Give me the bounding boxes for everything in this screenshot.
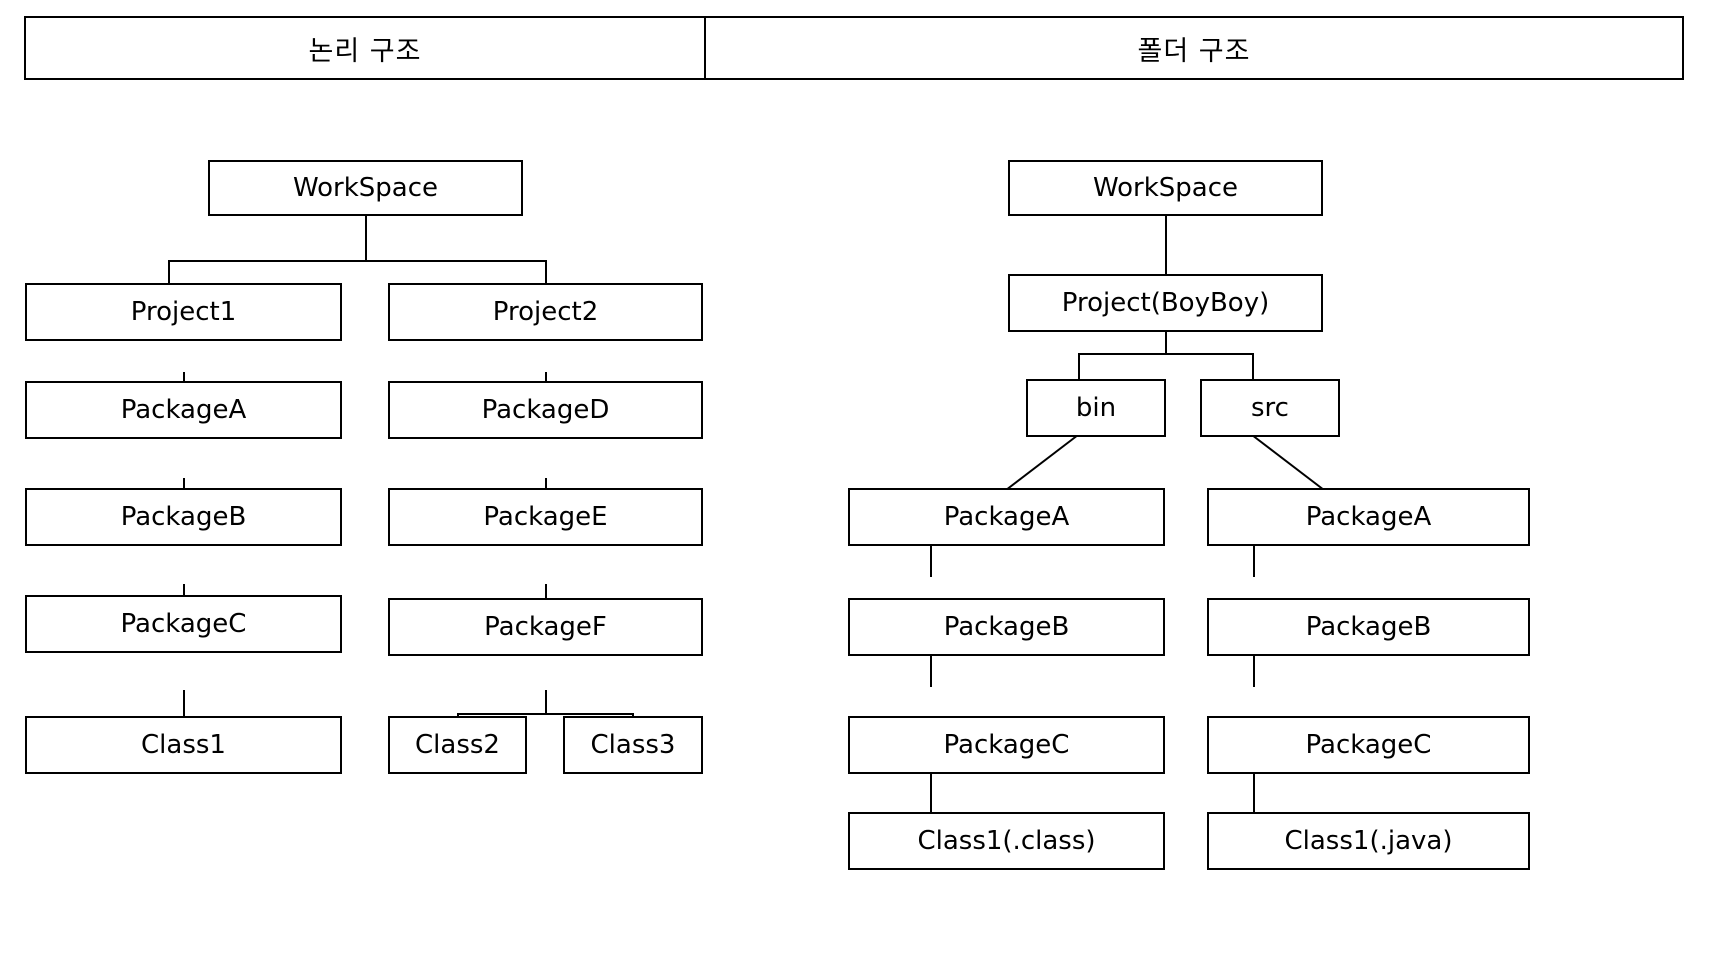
connector-project-hbar	[1078, 353, 1253, 355]
node-logical-class2[interactable]: Class2	[388, 716, 527, 774]
connector-src-packageC-to-class	[1253, 772, 1255, 812]
connector-ws-hbar-left-tree	[168, 260, 547, 262]
node-logical-packageE[interactable]: PackageE	[388, 488, 703, 546]
connector-project-to-bin	[1078, 353, 1080, 379]
node-folder-src-class[interactable]: Class1(.java)	[1207, 812, 1530, 870]
header-cell-folder-structure: 폴더 구조	[1137, 35, 1251, 67]
node-folder-src[interactable]: src	[1200, 379, 1340, 437]
connector-bin-packageC-to-class	[930, 772, 932, 812]
connector-packageF-hbar	[457, 713, 634, 715]
node-folder-bin-packageB[interactable]: PackageB	[848, 598, 1165, 656]
header-cell-logical-structure: 논리 구조	[26, 18, 706, 78]
node-logical-packageD[interactable]: PackageD	[388, 381, 703, 439]
node-folder-bin-packageA[interactable]: PackageA	[848, 488, 1165, 546]
node-logical-project2[interactable]: Project2	[388, 283, 703, 341]
connector-project-to-src	[1252, 353, 1254, 379]
node-logical-project1[interactable]: Project1	[25, 283, 342, 341]
node-logical-packageC[interactable]: PackageC	[25, 595, 342, 653]
node-folder-bin[interactable]: bin	[1026, 379, 1166, 437]
node-folder-src-packageC[interactable]: PackageC	[1207, 716, 1530, 774]
node-folder-workspace[interactable]: WorkSpace	[1008, 160, 1323, 216]
node-logical-packageF[interactable]: PackageF	[388, 598, 703, 656]
connector-ws-to-project2	[545, 260, 547, 305]
node-folder-src-packageB[interactable]: PackageB	[1207, 598, 1530, 656]
node-logical-class3[interactable]: Class3	[563, 716, 703, 774]
node-logical-packageA[interactable]: PackageA	[25, 381, 342, 439]
header-table: 논리 구조 폴더 구조	[24, 16, 1684, 80]
connector-src-packageB-to-packageC	[1253, 655, 1255, 687]
node-folder-bin-packageC[interactable]: PackageC	[848, 716, 1165, 774]
node-logical-packageB[interactable]: PackageB	[25, 488, 342, 546]
connector-ws-down-left-tree	[365, 215, 367, 261]
node-logical-workspace[interactable]: WorkSpace	[208, 160, 523, 216]
node-folder-src-packageA[interactable]: PackageA	[1207, 488, 1530, 546]
connector-project-down	[1165, 330, 1167, 354]
connector-src-packageA-to-packageB	[1253, 545, 1255, 577]
node-folder-project[interactable]: Project(BoyBoy)	[1008, 274, 1323, 332]
connector-bin-packageA-to-packageB	[930, 545, 932, 577]
connector-ws-to-project1	[168, 260, 170, 305]
connector-ws-to-project-right-tree	[1165, 215, 1167, 275]
connector-packageF-down	[545, 690, 547, 714]
connector-bin-packageB-to-packageC	[930, 655, 932, 687]
node-folder-bin-class[interactable]: Class1(.class)	[848, 812, 1165, 870]
node-logical-class1[interactable]: Class1	[25, 716, 342, 774]
